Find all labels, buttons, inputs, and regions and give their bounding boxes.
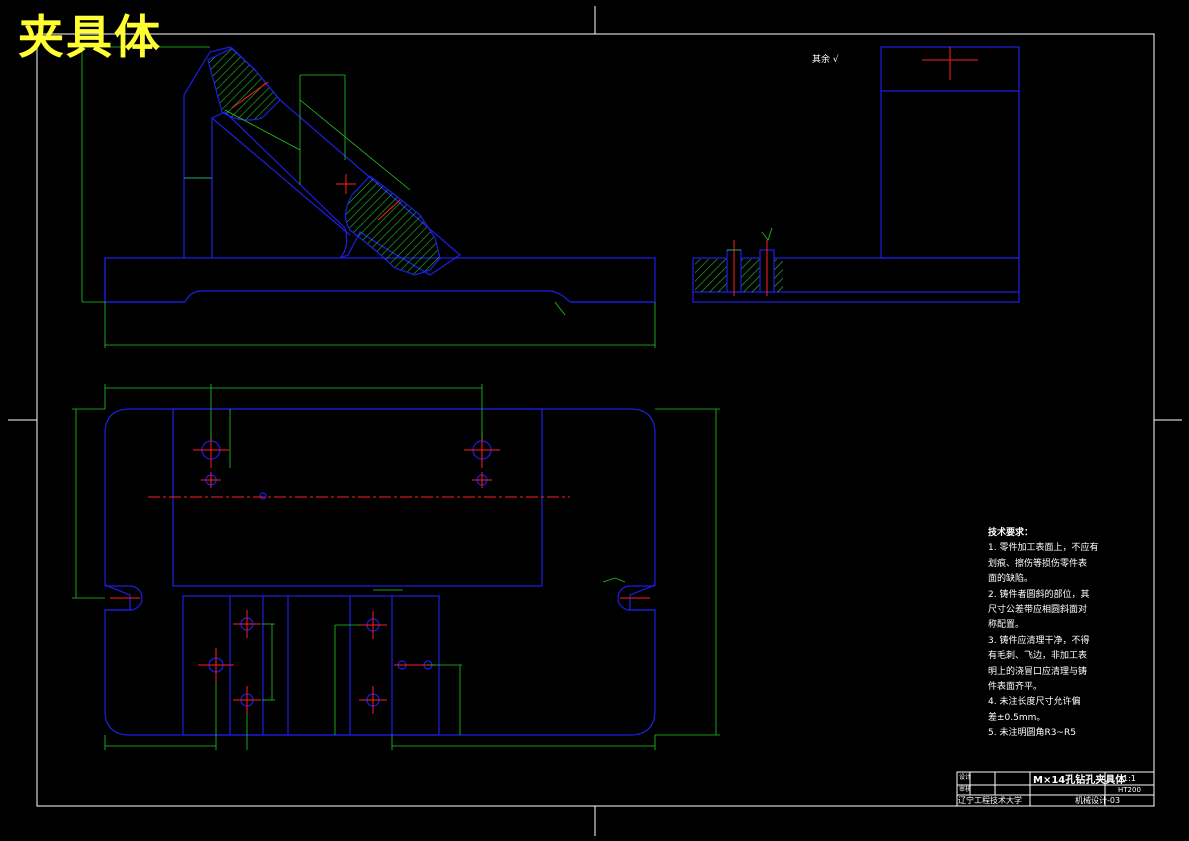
requirement-line: 5. 未注明圆角R3~R5 [988, 728, 1076, 739]
requirement-line: 2. 铸件者圆斜的部位，其 [988, 589, 1090, 600]
title-block [956, 771, 1155, 807]
requirement-line: 尺寸公差带应相圆斜面对 [988, 605, 1088, 616]
requirement-line: 明上的浇冒口应清理与铸 [988, 666, 1088, 677]
side-view [692, 46, 1020, 303]
requirement-line: 3. 铸件应清理干净，不得 [988, 635, 1090, 646]
requirements-heading: 技术要求： [988, 528, 1034, 538]
title-block-school: 辽宁工程技术大学 [958, 796, 1022, 805]
title-block-part-name: M×14孔钻孔夹具体 [1033, 775, 1126, 786]
requirement-line: 面的缺陷。 [988, 574, 1034, 585]
requirement-line: 差±0.5mm。 [988, 712, 1046, 723]
surface-finish-note: 其余 √ [812, 52, 839, 65]
technical-requirements: 技术要求： 1. 零件加工表面上，不应有 划痕、擦伤等损伤零件表 面的缺陷。 2… [988, 526, 1123, 742]
title-block-material: HT200 [1118, 786, 1141, 794]
title-block-drawing-number: 机械设计-03 [1075, 796, 1121, 805]
drawing-title: 夹具体 [18, 10, 162, 64]
surface-note-label: 其余 [812, 55, 831, 65]
requirement-line: 1. 零件加工表面上，不应有 [988, 543, 1099, 554]
drawing-frame [8, 6, 1182, 836]
front-view [81, 46, 656, 348]
title-block-role-check: 审核 [959, 786, 972, 793]
title-block-scale: 1:1 [1123, 774, 1136, 783]
title-block-role-design: 设计 [959, 774, 972, 781]
roughness-symbol-icon: √ [832, 55, 839, 65]
top-view [72, 384, 720, 750]
requirement-line: 件表面齐平。 [988, 682, 1043, 693]
requirement-line: 划痕、擦伤等损伤零件表 [988, 558, 1088, 569]
requirement-line: 有毛刺、飞边，非加工表 [988, 651, 1088, 662]
requirement-line: 称配置。 [988, 620, 1025, 631]
requirement-line: 4. 未注长度尺寸允许偏 [988, 697, 1081, 708]
